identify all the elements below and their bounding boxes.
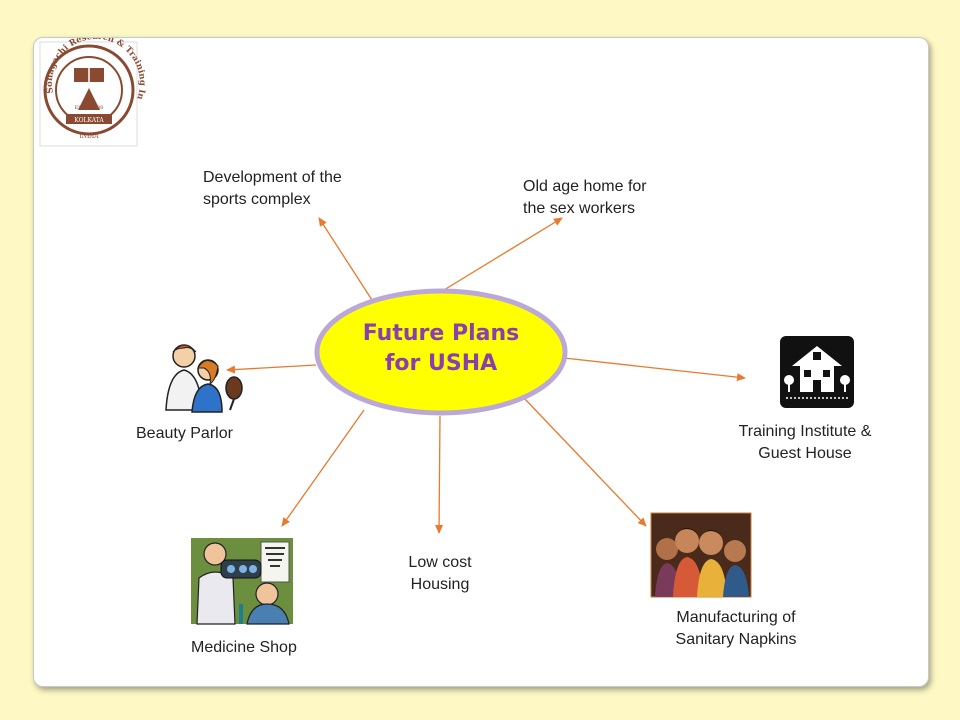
- label-beauty-parlor: Beauty Parlor: [136, 423, 233, 445]
- label-old-age-line2: the sex workers: [523, 200, 636, 217]
- label-sanitary-napkins: Manufacturing of Sanitary Napkins: [646, 607, 826, 651]
- arrow-beauty: [226, 364, 317, 374]
- label-old-age-line1: Old age home for: [523, 178, 647, 195]
- label-old-age-home: Old age home for the sex workers: [523, 176, 647, 220]
- logo-city: KOLKATA: [74, 117, 104, 124]
- center-title-line1: Future Plans: [362, 321, 520, 346]
- arrow-old-age: [438, 217, 563, 294]
- label-training-line1: Training Institute &: [738, 423, 872, 440]
- arrow-training: [563, 357, 746, 382]
- arrow-medicine: [281, 409, 365, 527]
- arrow-housing: [435, 415, 444, 534]
- diagram-canvas: Sonagachi Research & Training Institute …: [34, 38, 854, 625]
- label-low-cost-housing: Low cost Housing: [380, 552, 500, 596]
- logo-emblem: Sonagachi Research & Training Institute …: [34, 38, 147, 147]
- slide: Sonagachi Research & Training Institute …: [33, 37, 929, 687]
- label-medicine-line1: Medicine Shop: [191, 639, 297, 656]
- center-title-line2: for USHA: [384, 351, 498, 376]
- center-ellipse: [314, 288, 568, 416]
- label-training-line2: Guest House: [758, 445, 852, 462]
- label-sports-line2: sports complex: [203, 191, 311, 208]
- arrows: [226, 217, 746, 534]
- label-beauty-line1: Beauty Parlor: [136, 425, 233, 442]
- label-medicine-shop: Medicine Shop: [191, 637, 297, 659]
- label-housing-line2: Housing: [410, 576, 470, 593]
- logo-country: INDIA: [79, 133, 99, 140]
- label-housing-line1: Low cost: [408, 554, 472, 571]
- house-icon: [780, 336, 854, 408]
- medicine-shop-clipart: [191, 538, 293, 625]
- label-napkins-line2: Sanitary Napkins: [675, 631, 797, 648]
- arrow-sports: [318, 217, 373, 301]
- women-photo: [650, 512, 752, 598]
- label-sports-complex: Development of the sports complex: [203, 167, 342, 211]
- label-training-institute: Training Institute & Guest House: [715, 421, 895, 465]
- beauty-parlor-clipart: [165, 344, 243, 413]
- label-sports-line1: Development of the: [203, 169, 342, 186]
- arrow-napkins: [523, 397, 647, 527]
- center-title: Future Plans for USHA: [321, 292, 561, 406]
- logo-estd: ESTD 2008: [75, 105, 104, 111]
- label-napkins-line1: Manufacturing of: [676, 609, 796, 626]
